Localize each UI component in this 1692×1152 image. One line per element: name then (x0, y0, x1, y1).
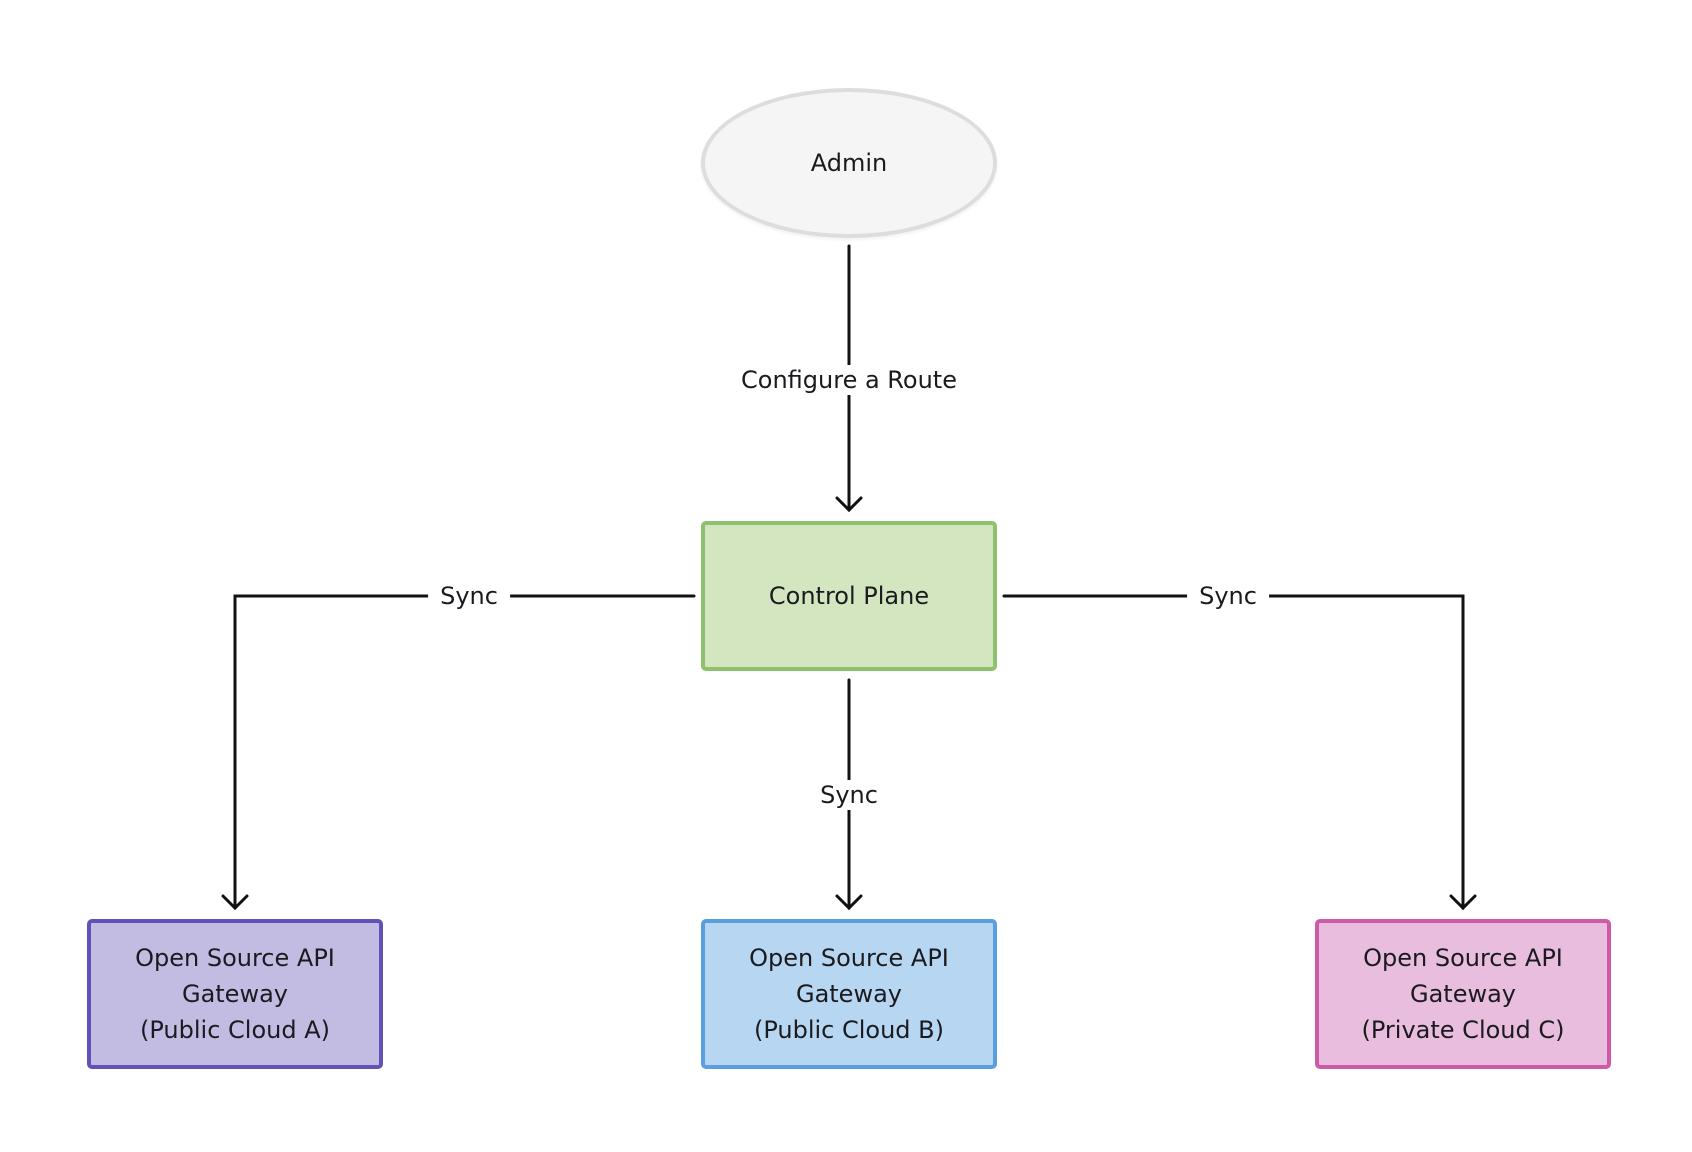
edge-label-sync-left: Sync (428, 581, 510, 611)
gateway-c-label: Open Source API Gateway (Private Cloud C… (1361, 944, 1565, 1044)
gateway-a-node: Open Source API Gateway (Public Cloud A) (87, 919, 383, 1069)
control-plane-label: Control Plane (768, 582, 930, 610)
edge-label-sync-right: Sync (1187, 581, 1269, 611)
arrowhead-gateway-c-icon (1449, 894, 1477, 911)
gateway-a-label: Open Source API Gateway (Public Cloud A) (135, 944, 335, 1044)
admin-node: Admin (701, 88, 997, 238)
arrowhead-gateway-b-icon (835, 894, 863, 911)
edge-control-plane-to-gateway-a (233, 594, 696, 910)
control-plane-node: Control Plane (701, 521, 997, 671)
arrowhead-gateway-a-icon (221, 894, 249, 911)
edge-label-sync-center: Sync (808, 780, 890, 810)
arrowhead-control-plane-icon (835, 496, 863, 513)
edge-label-configure-route: Configure a Route (729, 365, 969, 395)
admin-label: Admin (810, 149, 888, 177)
gateway-b-label: Open Source API Gateway (Public Cloud B) (749, 944, 949, 1044)
edge-control-plane-to-gateway-c (1002, 594, 1465, 910)
gateway-b-node: Open Source API Gateway (Public Cloud B) (701, 919, 997, 1069)
gateway-c-node: Open Source API Gateway (Private Cloud C… (1315, 919, 1611, 1069)
